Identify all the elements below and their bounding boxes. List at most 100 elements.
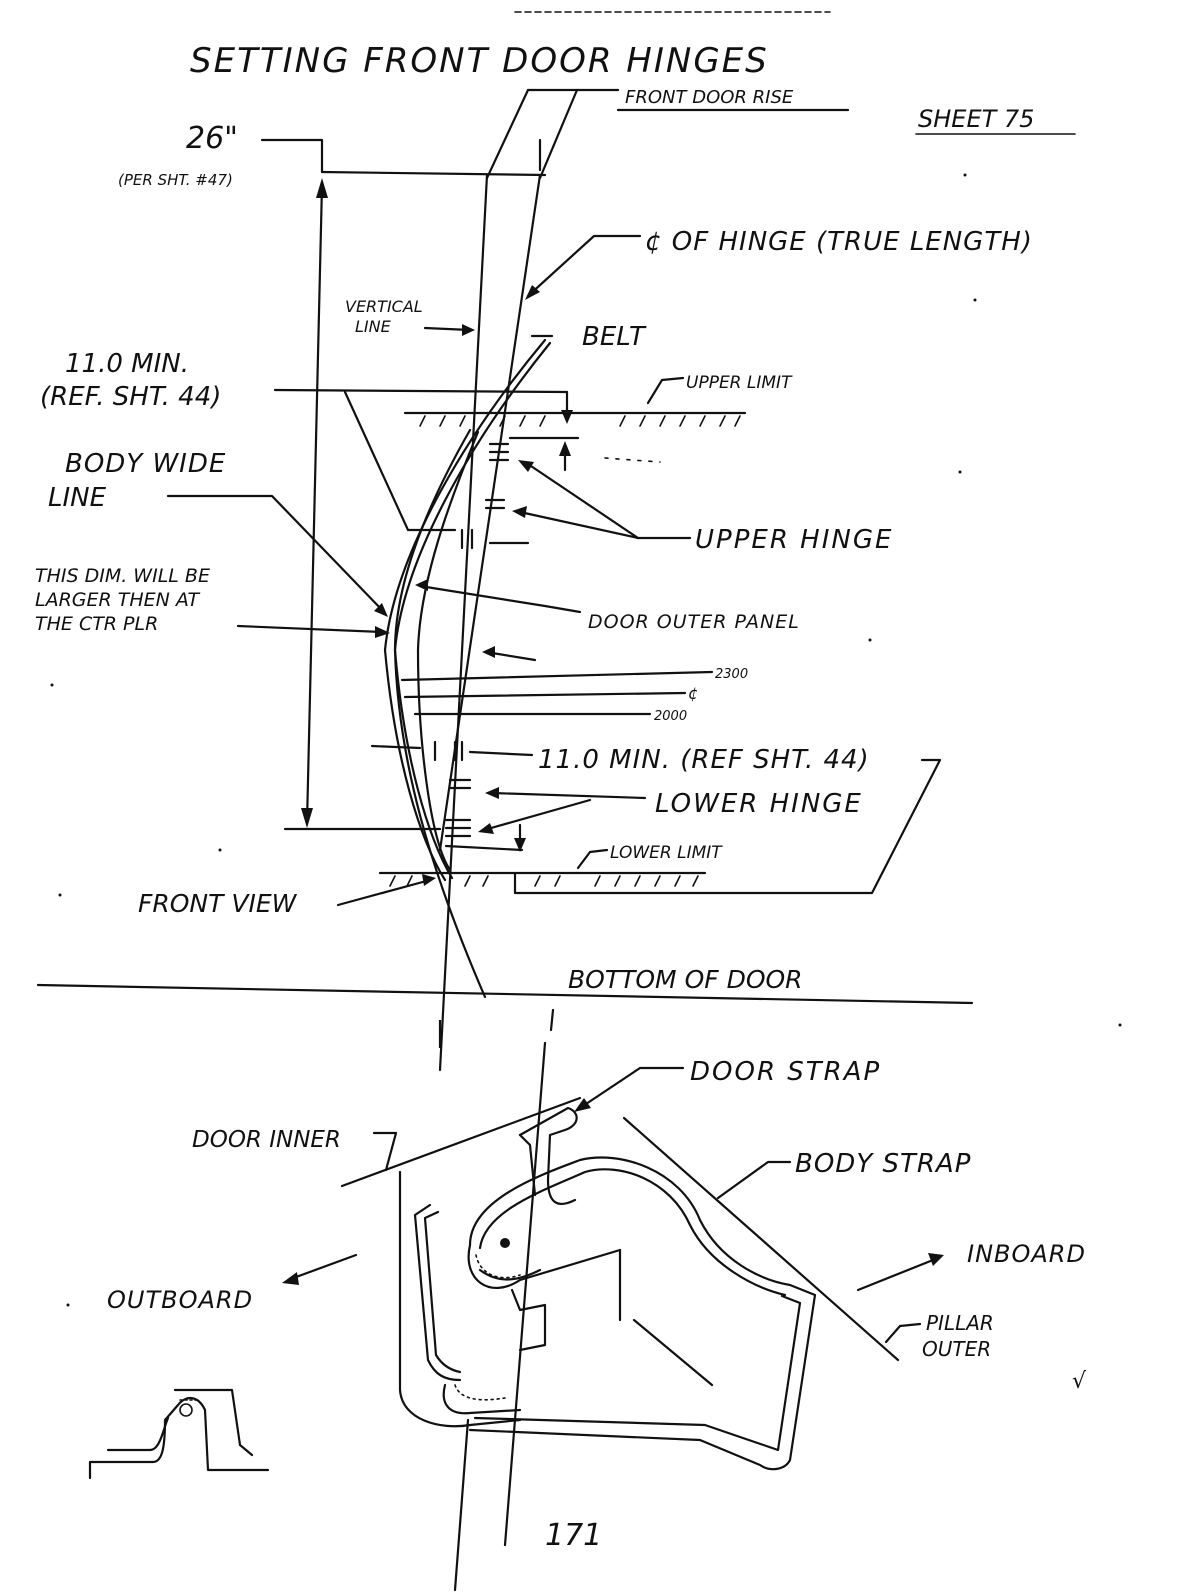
lower-hinge-label: LOWER HINGE (655, 789, 863, 819)
scan-specks (50, 173, 1122, 1307)
upper-hinge-leader-1 (523, 460, 640, 540)
inboard-arrowhead (928, 1253, 944, 1266)
dotted-ref (604, 457, 661, 463)
inboard-arrow-line (856, 1256, 940, 1292)
cl-hinge-leader (526, 234, 642, 298)
door-strap-arrow (574, 1098, 591, 1112)
outboard-arrow-line (286, 1253, 358, 1282)
page-title: SETTING FRONT DOOR HINGES (190, 41, 769, 81)
bottom-of-door-line (36, 983, 974, 1005)
cl-line (403, 691, 687, 699)
hinge-pin (500, 1238, 510, 1248)
min-11-lower-left (370, 744, 422, 750)
this-dim-arrow (375, 626, 390, 638)
door-inner-label: DOOR INNER (192, 1127, 341, 1153)
this-dim-label-3: THE CTR PLR (35, 613, 158, 635)
body-wide-label-2: LINE (48, 483, 107, 513)
upper-limit-label: UPPER LIMIT (686, 373, 793, 393)
door-inner-leader (372, 1131, 398, 1172)
pillar-diagonal (632, 1318, 714, 1387)
z2000-label: 2000 (654, 709, 687, 724)
check-mark: √ (1072, 1369, 1087, 1394)
lower-limit-leader (576, 848, 609, 870)
pillar-outer-label-1: PILLAR (926, 1311, 994, 1335)
dim-arrow-up (316, 178, 328, 198)
weld-dots (454, 1254, 521, 1401)
min-11-upper-leader (273, 388, 569, 394)
this-dim-label-2: LARGER THEN AT (35, 589, 201, 611)
u-channel-inner (423, 1210, 462, 1374)
cl-hinge-label: ¢ OF HINGE (TRUE LENGTH) (645, 227, 1033, 257)
this-dim-leader (236, 624, 384, 634)
dim-26-label: 26" (186, 121, 238, 156)
lower-hinge-leader-1 (490, 791, 647, 800)
lower-arrow-head (514, 838, 526, 852)
outboard-arrowhead (282, 1272, 299, 1285)
vertical-line (438, 173, 489, 1072)
body-wide-leader (166, 494, 386, 614)
mid-arrow (482, 646, 495, 658)
min-11-lower-leader (468, 750, 534, 757)
rise-ext-right (538, 88, 579, 180)
door-panel-inner (393, 341, 552, 880)
pillar-outer-leader (884, 1322, 922, 1344)
dim-arrow-down (301, 808, 313, 828)
body-wide-label-1: BODY WIDE (65, 449, 226, 479)
bracket-leader (343, 390, 457, 532)
upper-hinge-marks (460, 442, 510, 550)
front-door-rise-label: FRONT DOOR RISE (625, 87, 794, 108)
outboard-label: OUTBOARD (107, 1286, 253, 1314)
door-strap-part (518, 1106, 578, 1205)
lower-limit-hatch (389, 875, 699, 887)
lower-rib (510, 1288, 547, 1352)
body-strap-outer (468, 1156, 792, 1287)
body-strap-leader (716, 1160, 792, 1200)
door-inner-line (340, 1096, 582, 1188)
body-wide-line (393, 428, 487, 999)
door-outer-arrow (415, 579, 428, 591)
thumb-top (173, 1388, 254, 1457)
upper-hinge-label: UPPER HINGE (695, 525, 893, 555)
front-view-leader (336, 878, 432, 907)
body-strap-label: BODY STRAP (795, 1149, 971, 1179)
lower-limit-label: LOWER LIMIT (610, 843, 723, 863)
door-strap-label: DOOR STRAP (690, 1057, 881, 1087)
min-11-upper-label-1: 11.0 MIN. (65, 349, 189, 379)
thumb-pin (179, 1403, 193, 1417)
door-outer-leader (418, 584, 582, 614)
cl-axis-lower (503, 1041, 547, 1547)
upper-limit-leader (646, 376, 685, 405)
thumbnail-sketch (88, 1388, 270, 1480)
z2300-line (400, 670, 714, 682)
hinge-section-view (398, 1106, 817, 1471)
upper-hinge-arrow-1 (518, 460, 534, 472)
door-outer-panel-label: DOOR OUTER PANEL (588, 611, 800, 633)
door-inner-line (416, 430, 480, 872)
cl-hinge-arrow (525, 285, 540, 300)
lower-rib-2 (442, 1383, 522, 1415)
cl-label: ¢ (688, 684, 698, 703)
vertical-line-arrow (462, 324, 475, 336)
dim-26-leader (260, 138, 324, 174)
bottom-of-door-label: BOTTOM OF DOOR (568, 965, 803, 994)
pillar-outer-label-2: OUTER (922, 1337, 991, 1361)
knuckle-arc (478, 1268, 542, 1281)
vertical-line-label-2: LINE (355, 317, 392, 336)
upper-limit-hatch (419, 415, 741, 427)
door-panel-outer (383, 338, 547, 882)
upper-hinge-leader-2 (518, 510, 640, 540)
thumb-outline (88, 1397, 270, 1480)
vertical-line-label-1: VERTICAL (345, 297, 423, 316)
body-strap-line (622, 1116, 900, 1362)
u-channel-outer (413, 1203, 462, 1382)
body-strap-inner (478, 1168, 787, 1297)
vertical-lower (453, 1418, 470, 1592)
upper-hinge-arrow-2 (512, 506, 527, 518)
dim-26-line (305, 183, 324, 825)
per-sht-47-label: (PER SHT. #47) (118, 171, 233, 189)
hinge-centerline (438, 173, 542, 852)
door-strap-leader (578, 1066, 685, 1110)
body-wide-arrow (374, 603, 388, 617)
